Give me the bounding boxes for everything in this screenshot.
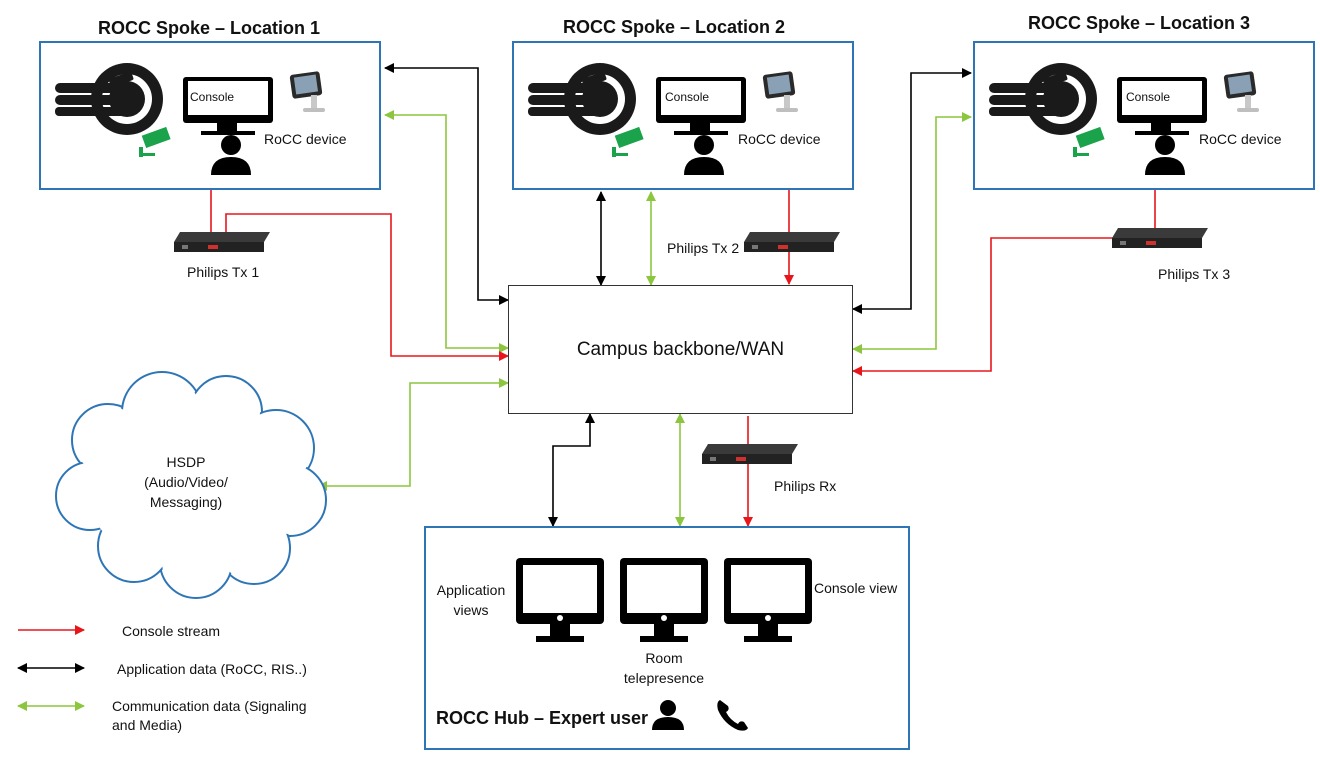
monitor-icon: [1117, 77, 1207, 135]
application-views-label: Application views: [428, 580, 514, 620]
tablet-icon: [1223, 71, 1259, 112]
app-data-link-hub: [548, 413, 595, 527]
spoke-1-equipment: [55, 63, 325, 175]
scanner-icon: [55, 63, 163, 135]
application-views-line1: Application: [436, 582, 506, 598]
spoke-2-equipment: [528, 63, 798, 175]
room-telepresence-label: Room telepresence: [610, 648, 718, 688]
comm-data-link-hsdp: [317, 378, 509, 491]
spoke-1-title: ROCC Spoke – Location 1: [98, 18, 321, 38]
spoke-2-title: ROCC Spoke – Location 2: [563, 17, 786, 37]
philips-tx2-device: [744, 232, 840, 252]
scanner-icon: [528, 63, 636, 135]
legend-console-stream: Console stream: [122, 623, 221, 639]
campus-wan-label: Campus backbone/WAN: [576, 338, 785, 360]
rocc-hub-title: ROCC Hub – Expert user: [436, 708, 649, 728]
legend-communication-line1: Communication data (Signaling: [112, 698, 307, 714]
spoke-2-console-label: Console: [665, 90, 710, 104]
spoke-1-console-label: Console: [190, 90, 235, 104]
comm-data-link-loc3: [852, 112, 972, 354]
console-stream-tx1-to-wan: [225, 213, 509, 361]
hsdp-line2: (Audio/Video/: [144, 474, 228, 490]
console-view-label: Console view: [814, 580, 898, 596]
tablet-icon: [762, 71, 798, 112]
philips-rx-device: [702, 444, 798, 464]
spoke-2-device-label: RoCC device: [738, 131, 821, 147]
hsdp-line3: Messaging): [149, 494, 223, 510]
camera-icon: [1073, 126, 1105, 157]
philips-tx1-label: Philips Tx 1: [187, 264, 260, 280]
comm-data-link-loc1: [384, 110, 509, 353]
room-telepresence-line2: telepresence: [623, 670, 705, 686]
user-icon: [1145, 135, 1185, 175]
room-telepresence-line1: Room: [645, 650, 683, 666]
hsdp-label: HSDP (Audio/Video/ Messaging): [120, 452, 252, 512]
philips-tx3-label: Philips Tx 3: [1158, 266, 1231, 282]
philips-tx3-device: [1112, 228, 1208, 248]
camera-icon: [139, 126, 171, 157]
spoke-1-box: Console RoCC device: [39, 41, 381, 190]
console-view-monitor-icon: [724, 558, 812, 642]
rocc-hub-box: Application views Room telepresence Cons…: [424, 526, 910, 750]
phone-icon: [717, 700, 748, 731]
spoke-1-device-label: RoCC device: [264, 131, 347, 147]
spoke-3-device-label: RoCC device: [1199, 131, 1282, 147]
expert-user-icon: [652, 700, 684, 730]
hub-equipment: [516, 558, 812, 731]
hsdp-line1: HSDP: [166, 454, 206, 470]
legend-application-data: Application data (RoCC, RIS..): [117, 661, 307, 677]
user-icon: [684, 135, 724, 175]
hsdp-cloud-fill: [58, 374, 324, 596]
camera-icon: [612, 126, 644, 157]
tablet-icon: [289, 71, 325, 112]
application-views-line2: views: [453, 602, 489, 618]
legend-communication-data: Communication data (Signaling and Media): [112, 697, 307, 735]
spoke-3-box: Console RoCC device: [973, 41, 1315, 190]
campus-wan-box: Campus backbone/WAN: [508, 285, 853, 414]
user-icon: [211, 135, 251, 175]
monitor-icon: [656, 77, 746, 135]
spoke-2-box: Console RoCC device: [512, 41, 854, 190]
scanner-icon: [989, 63, 1097, 135]
philips-rx-label: Philips Rx: [774, 478, 837, 494]
philips-tx2-label: Philips Tx 2: [667, 240, 740, 256]
console-stream-tx3-to-wan: [852, 237, 1118, 376]
legend-communication-line2: and Media): [112, 717, 183, 733]
spoke-3-equipment: [989, 63, 1259, 175]
monitor-icon: [183, 77, 273, 135]
spoke-3-title: ROCC Spoke – Location 3: [1028, 13, 1251, 33]
philips-tx1-device: [174, 232, 270, 252]
spoke-3-console-label: Console: [1126, 90, 1171, 104]
application-view-monitor-icon: [516, 558, 604, 642]
room-telepresence-monitor-icon: [620, 558, 708, 642]
